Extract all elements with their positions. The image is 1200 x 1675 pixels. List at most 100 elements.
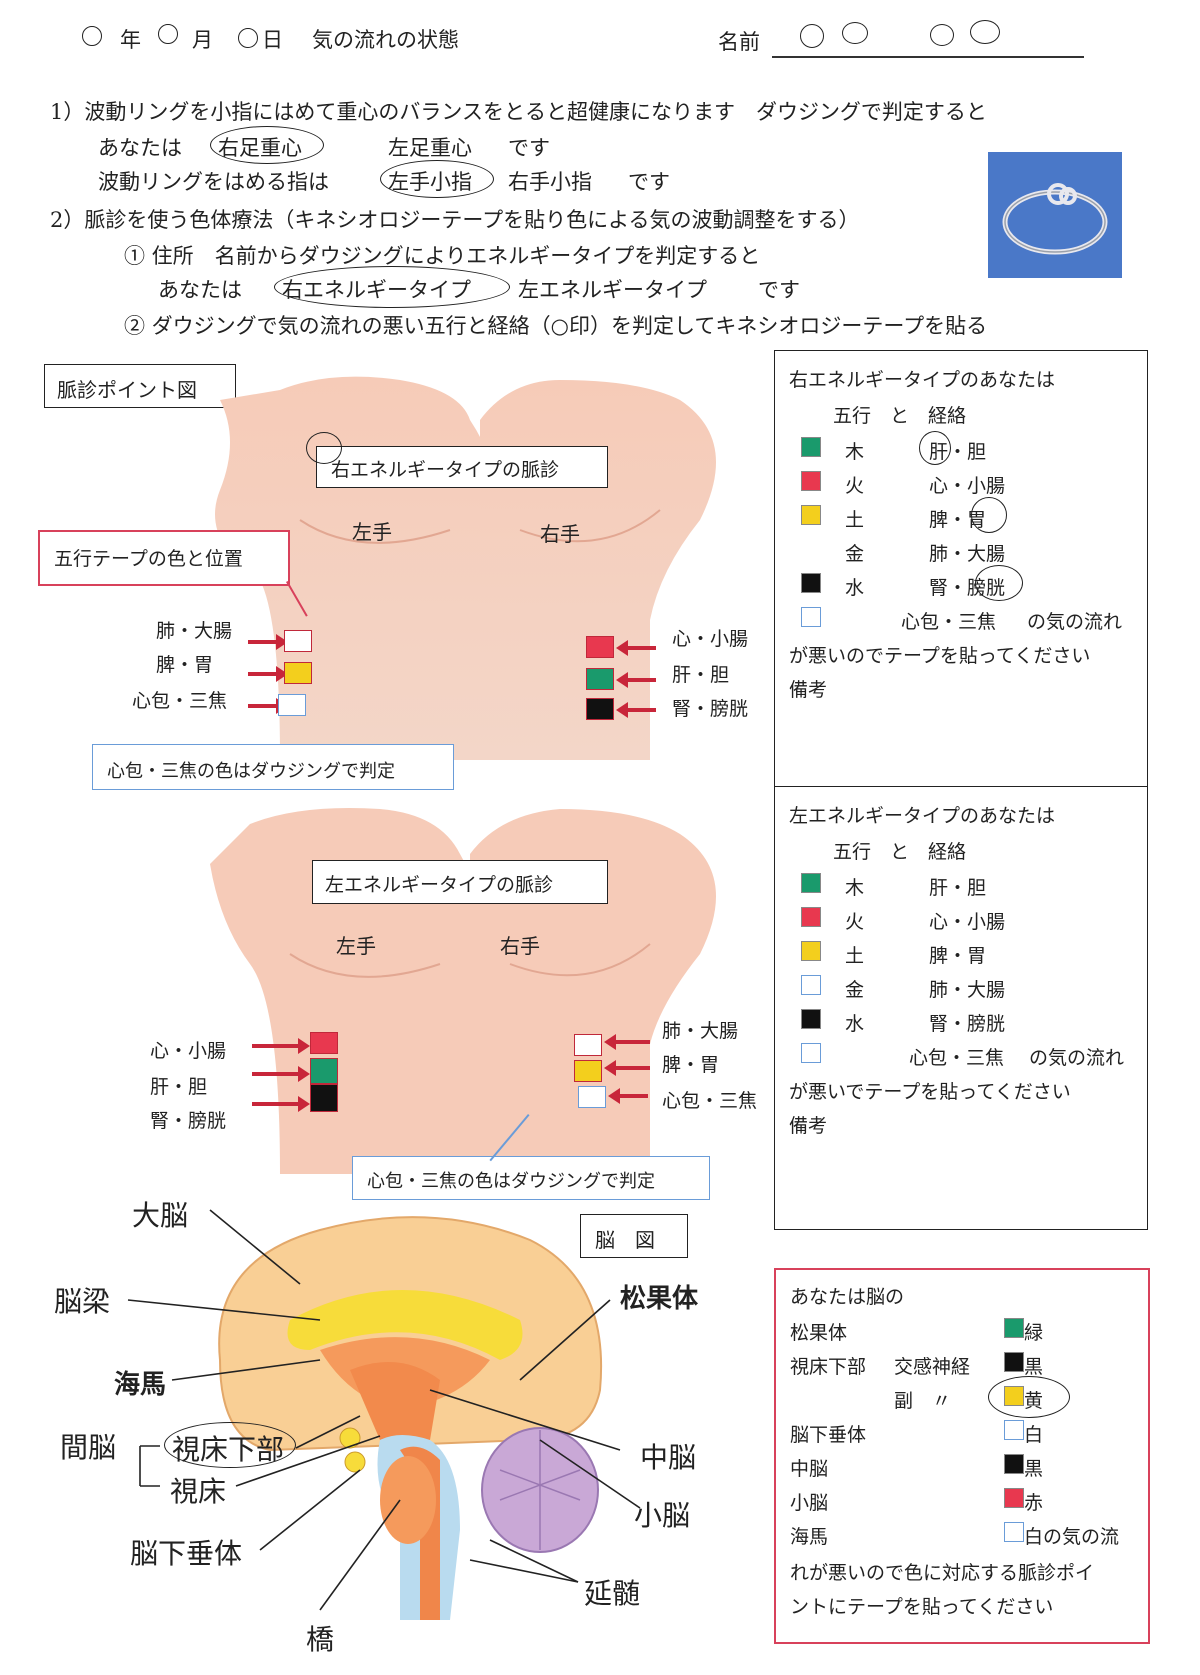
right-type-pulse-label-box: 右エネルギータイプの脈診: [316, 446, 608, 488]
left-energy-option: 左エネルギータイプ: [518, 278, 707, 302]
brain-leader-lines: [127, 1209, 641, 1611]
right-panel-swatch-fire: [801, 471, 821, 491]
right-panel-element-metal: 金: [845, 543, 865, 565]
lower-left-label-kidney: 腎・膀胱: [150, 1110, 227, 1132]
year-label: 年: [120, 28, 141, 52]
lower-right-tape-white-2: [578, 1086, 606, 1108]
left-foot-option: 左足重心: [388, 136, 472, 160]
brain-panel-footer-2: ントにテープを貼ってください: [790, 1596, 1054, 1618]
right-panel-header: 五行 と 経絡: [833, 405, 967, 427]
right-panel-element-fire: 火: [845, 475, 865, 497]
left-panel-element-wood: 木: [845, 877, 865, 899]
right-panel-meridian-lung: 肺・大腸: [929, 543, 1006, 565]
handwritten-year-mark: [82, 26, 102, 46]
upper-left-label-lung: 肺・大腸: [156, 620, 233, 642]
brain-panel-color-black: 黒: [1024, 1356, 1044, 1378]
brain-panel-label-hypothalamus: 視床下部: [790, 1356, 867, 1378]
brain-panel-label-hippocampus: 海馬: [790, 1526, 829, 1548]
left-panel-meridian-kidney: 腎・膀胱: [929, 1013, 1006, 1035]
left-panel-element-water: 水: [845, 1013, 865, 1035]
upper-left-tape-yellow: [284, 662, 312, 684]
brain-panel: あなたは脳の 松果体 緑 視床下部 交感神経 黒 副 〃 黄 脳下垂体 白 中脳…: [774, 1268, 1150, 1644]
brain-panel-swatch-red: [1004, 1488, 1024, 1508]
left-panel-meridian-spleen: 脾・胃: [929, 945, 987, 967]
lower-right-label-pericardium: 心包・三焦: [662, 1090, 758, 1112]
right-panel-element-wood: 木: [845, 441, 865, 463]
brain-label-corpus-callosum: 脳梁: [54, 1285, 111, 1318]
brain-illustration: [218, 1216, 603, 1620]
ring-icon: [1002, 183, 1108, 255]
month-label: 月: [192, 28, 213, 52]
brain-panel-sub-sympathetic: 交感神経: [894, 1356, 971, 1378]
left-panel-extra: 心包・三焦: [909, 1047, 1005, 1069]
upper-right-arrow-2: [616, 672, 656, 688]
right-panel-swatch-water: [801, 573, 821, 593]
left-panel-element-metal: 金: [845, 979, 865, 1001]
brain-panel-label-midbrain: 中脳: [790, 1458, 829, 1480]
left-panel-swatch-earth: [801, 941, 821, 961]
section1-desu: です: [508, 136, 550, 160]
lower-left-tape-red: [310, 1032, 338, 1054]
upper-right-label-heart: 心・小腸: [672, 628, 749, 650]
lower-right-arrow-3: [608, 1088, 648, 1104]
section1-desu-2: です: [628, 170, 670, 194]
lower-left-arrow-2: [252, 1066, 310, 1082]
section2-item1: ① 住所 名前からダウジングによりエネルギータイプを判定すると: [124, 244, 761, 268]
upper-left-tape-white: [284, 630, 312, 652]
right-panel-element-water: 水: [845, 577, 865, 599]
upper-right-hand-label: 右手: [540, 522, 580, 546]
handwritten-name-mark: [930, 24, 954, 46]
brain-panel-swatch-white: [1004, 1420, 1024, 1440]
right-panel-note: 備考: [789, 679, 828, 701]
left-panel-meridian-liver: 肝・胆: [929, 877, 987, 899]
name-underline: [772, 56, 1084, 58]
lower-dowsing-note: 心包・三焦の色はダウジングで判定: [367, 1171, 655, 1192]
left-type-pulse-label: 左エネルギータイプの脈診: [325, 874, 554, 896]
brain-panel-swatch-black: [1004, 1352, 1024, 1372]
right-foot-circle-mark: [210, 126, 324, 164]
left-panel-line2: が悪いでテープを貼ってください: [789, 1081, 1071, 1103]
upper-right-arrow-1: [616, 640, 656, 656]
page-title: 気の流れの状態: [312, 28, 459, 52]
upper-left-label-spleen: 脾・胃: [156, 654, 214, 676]
header: 年 月 日 気の流れの状態 名前: [0, 0, 1200, 70]
right-panel-swatch-pericardium: [801, 607, 821, 627]
brain-diagram-title: 脳 図: [595, 1228, 655, 1252]
lower-left-tape-black: [310, 1084, 338, 1112]
brain-label-midbrain: 中脳: [640, 1441, 697, 1474]
upper-right-arrow-3: [616, 702, 656, 718]
section2-item2: ② ダウジングで気の流れの悪い五行と経絡（○印）を判定してキネシオロジーテープを…: [124, 314, 988, 338]
brain-panel-yellow-circle-mark: [988, 1376, 1070, 1418]
left-panel-header: 五行 と 経絡: [833, 841, 967, 863]
lower-left-hand-label: 左手: [336, 934, 376, 958]
handwritten-name-mark: [842, 22, 868, 44]
left-panel-meridian-lung: 肺・大腸: [929, 979, 1006, 1001]
brain-panel-color-black-2: 黒: [1024, 1458, 1044, 1480]
lower-left-arrow-1: [252, 1038, 310, 1054]
day-label: 日: [262, 28, 283, 52]
left-panel-title: 左エネルギータイプのあなたは: [789, 805, 1056, 827]
right-energy-circle-mark: [274, 266, 510, 308]
left-panel-suffix: の気の流れ: [1029, 1047, 1125, 1069]
brain-panel-label-cerebellum: 小脳: [790, 1492, 829, 1514]
right-panel-title: 右エネルギータイプのあなたは: [789, 369, 1056, 391]
right-panel-meridian-heart: 心・小腸: [929, 475, 1006, 497]
brain-label-pituitary: 脳下垂体: [130, 1537, 243, 1570]
upper-right-label-liver: 肝・胆: [672, 664, 730, 686]
left-panel-swatch-water: [801, 1009, 821, 1029]
right-energy-panel: 右エネルギータイプのあなたは 五行 と 経絡 木 肝・胆 火 心・小腸 土 脾・…: [774, 350, 1148, 788]
brain-label-medulla: 延髄: [584, 1577, 641, 1610]
lower-left-label-liver: 肝・胆: [150, 1076, 208, 1098]
lower-left-arrow-3: [252, 1096, 310, 1112]
lower-right-label-lung: 肺・大腸: [662, 1020, 739, 1042]
left-panel-meridian-heart: 心・小腸: [929, 911, 1006, 933]
upper-left-label-pericardium: 心包・三焦: [132, 690, 228, 712]
right-panel-swatch-wood: [801, 437, 821, 457]
right-panel-swatch-earth: [801, 505, 821, 525]
lower-right-label-spleen: 脾・胃: [662, 1054, 720, 1076]
lower-right-arrow-1: [604, 1034, 650, 1050]
upper-left-arrow-1: [248, 634, 288, 650]
lower-right-tape-white: [574, 1034, 602, 1056]
brain-label-pineal: 松果体: [620, 1284, 699, 1314]
upper-left-hand-label: 左手: [352, 520, 392, 544]
